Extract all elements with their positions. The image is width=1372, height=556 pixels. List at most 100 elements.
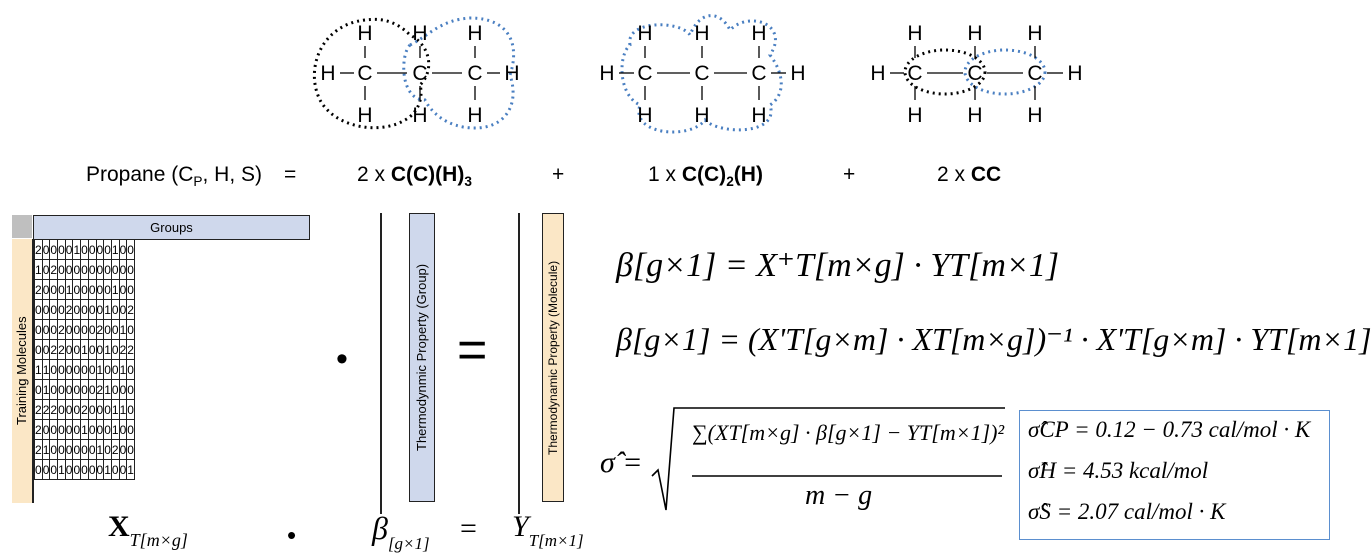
- svg-text:H: H: [967, 104, 982, 127]
- matrix-cell: 1: [41, 439, 51, 460]
- matrix-cell: 2: [49, 399, 59, 420]
- matrix-cell: 0: [103, 259, 112, 280]
- vector-cell: [380, 353, 382, 374]
- vector-cell: [518, 413, 520, 434]
- matrix-cell: 1: [103, 339, 112, 360]
- vector-cell: [518, 333, 520, 354]
- matrix-cell: 2: [80, 399, 89, 420]
- svg-text:H: H: [870, 62, 885, 85]
- svg-text:H: H: [694, 22, 709, 45]
- matrix-cell: 0: [87, 439, 97, 460]
- matrix-cell: 0: [41, 319, 51, 340]
- molecule-vector-label: Thermodynamic Property (Molecule): [546, 260, 560, 455]
- matrix-cell: 0: [49, 459, 59, 480]
- matrix-cell: 0: [80, 379, 89, 400]
- term-3: 2 x CC: [937, 163, 1002, 186]
- vector-cell: [518, 313, 520, 334]
- matrix-cell: 0: [72, 259, 82, 280]
- svg-text:H: H: [907, 104, 922, 127]
- matrix-cell: 0: [118, 439, 128, 460]
- black-dotted-group-outline: [903, 48, 987, 96]
- matrix-cell: 0: [34, 299, 43, 320]
- svg-text:C: C: [907, 62, 922, 85]
- matrix-cell: 0: [72, 359, 82, 380]
- vector-cell: [380, 493, 382, 514]
- matrix-cell: 0: [57, 259, 66, 280]
- matrix-cell: 0: [49, 379, 59, 400]
- bottom-equals: =: [460, 512, 477, 545]
- matrix-cell: 0: [95, 279, 105, 300]
- matrix-cell: 0: [57, 439, 66, 460]
- bottom-dot: •: [287, 520, 297, 550]
- result-cp: σ̂CP = 0.12 − 0.73 cal/mol · K: [1028, 417, 1311, 442]
- equation-least-squares-pinv: β[g×1] = X⁺T[m×g] · YT[m×1]: [616, 247, 1060, 284]
- matrix-cell: 2: [34, 399, 43, 420]
- matrix-cell: 0: [64, 339, 74, 360]
- matrix-header: Groups: [33, 215, 310, 240]
- matrix-cell: 0: [80, 279, 89, 300]
- matrix-cell: 1: [118, 359, 128, 380]
- matrix-cell: 2: [110, 439, 120, 460]
- matrix-cell: 1: [95, 439, 105, 460]
- vector-cell: [518, 393, 520, 414]
- matrix-cell: 0: [87, 239, 97, 260]
- matrix-cell: 2: [57, 339, 66, 360]
- matrix-cell: 1: [72, 239, 82, 260]
- matrix-cell: 0: [49, 239, 59, 260]
- matrix-cell: 0: [126, 399, 135, 420]
- vector-cell: [380, 293, 382, 314]
- matrix-cell: 0: [72, 459, 82, 480]
- matrix-cell: 0: [49, 439, 59, 460]
- matrix-cell: 0: [80, 259, 89, 280]
- matrix-cell: 0: [126, 319, 135, 340]
- matrix-cell: 1: [80, 339, 89, 360]
- matrix-cell: 0: [110, 459, 120, 480]
- matrix-cell: 1: [41, 379, 51, 400]
- matrix-cell: 0: [34, 459, 43, 480]
- matrix-cell: 0: [41, 259, 51, 280]
- matrix-cell: 0: [103, 399, 112, 420]
- black-dotted-group-outline: [312, 17, 431, 130]
- matrix-cell: 0: [57, 239, 66, 260]
- matrix-side-label-cell: Training Molecules: [12, 239, 34, 503]
- svg-text:C: C: [357, 62, 372, 85]
- matrix-cell: 0: [34, 379, 43, 400]
- vector-cell: [518, 233, 520, 254]
- matrix-cell: 0: [57, 359, 66, 380]
- matrix-cell: 0: [41, 339, 51, 360]
- matrix-cell: 0: [41, 459, 51, 480]
- matrix-cell: 0: [72, 419, 82, 440]
- matrix-cell: 0: [41, 299, 51, 320]
- matrix-cell: 0: [87, 459, 97, 480]
- matrix-cell: 0: [95, 419, 105, 440]
- matrix-cell: 0: [126, 239, 135, 260]
- matrix-cell: 0: [80, 299, 89, 320]
- svg-text:H: H: [320, 62, 335, 85]
- vector-cell: [380, 393, 382, 414]
- plus-sign-2: +: [843, 163, 856, 186]
- matrix-cell: 0: [95, 339, 105, 360]
- matrix-cell: 0: [34, 319, 43, 340]
- blue-dotted-group-outline: [963, 48, 1047, 96]
- matrix-cell: 2: [34, 239, 43, 260]
- svg-text:H: H: [1027, 104, 1042, 127]
- matrix-cell: 0: [110, 319, 120, 340]
- svg-text:H: H: [467, 104, 482, 127]
- matrix-cell: 0: [95, 299, 105, 320]
- svg-text:H: H: [637, 22, 652, 45]
- matrix-cell: 0: [87, 299, 97, 320]
- svg-text:H: H: [467, 22, 482, 45]
- matrix-cell: 2: [126, 339, 135, 360]
- term-2: 1 x C(C)2(H): [648, 163, 763, 190]
- equals-operator: =: [457, 321, 488, 379]
- vector-cell: [518, 433, 520, 454]
- matrix-cell: 0: [95, 239, 105, 260]
- matrix-cell: 0: [80, 319, 89, 340]
